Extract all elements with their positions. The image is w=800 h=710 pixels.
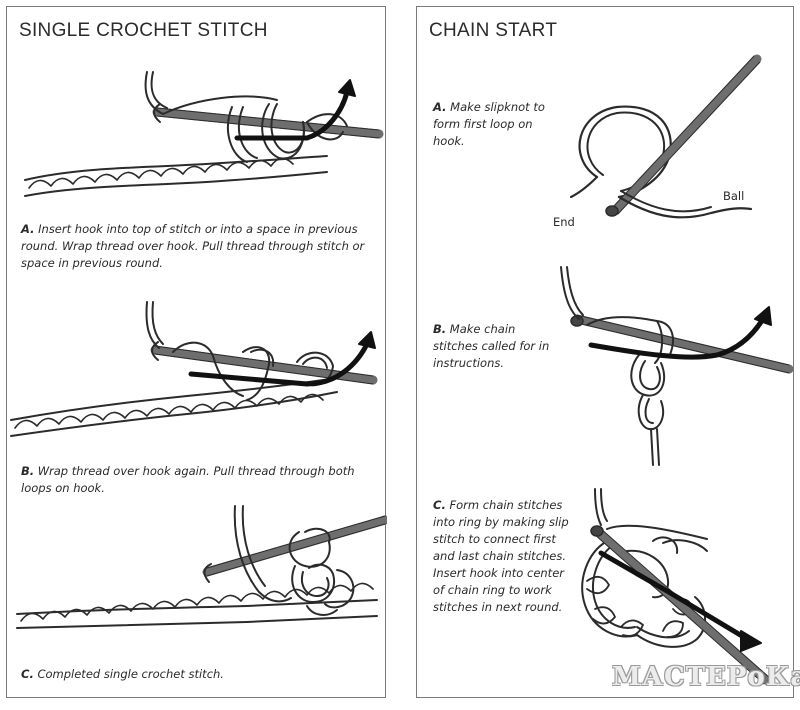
single-crochet-step-a-letter: A. [21,222,35,236]
single-crochet-step-a-caption: A. Insert hook into top of stitch or int… [21,221,373,272]
end-label: End [553,215,575,229]
chain-start-panel: CHAIN START A. Make slipknot to form fir… [416,6,794,698]
chain-start-step-c-illustration [581,488,771,685]
single-crochet-step-b-illustration [10,301,378,437]
single-crochet-panel: SINGLE CROCHET STITCH [6,6,387,698]
chain-start-step-b-illustration [560,266,793,466]
single-crochet-step-b-text: Wrap thread over hook again. Pull thread… [21,464,355,495]
single-crochet-step-b-caption: B. Wrap thread over hook again. Pull thr… [21,463,373,497]
chain-start-step-c-text: Form chain stitches into ring by making … [433,498,569,614]
chain-start-step-c-caption: C. Form chain stitches into ring by maki… [433,497,571,616]
chain-start-step-b-caption: B. Make chain stitches called for in ins… [433,321,563,372]
chain-start-step-c-letter: C. [433,498,446,512]
chain-start-step-b-letter: B. [433,322,447,336]
single-crochet-title: SINGLE CROCHET STITCH [19,20,268,41]
chain-start-step-a-caption: A. Make slipknot to form first loop on h… [433,99,563,150]
single-crochet-step-a-text: Insert hook into top of stitch or into a… [21,222,365,270]
chain-start-step-a-letter: A. [433,100,447,114]
chain-start-step-a-illustration [569,54,762,219]
chain-start-step-b-text: Make chain stitches called for in instru… [433,322,550,370]
single-crochet-step-a-illustration [24,71,384,197]
single-crochet-step-c-letter: C. [21,667,34,681]
single-crochet-step-c-illustration [16,505,387,629]
ball-label: Ball [723,189,745,203]
watermark: МАСТЕРоКаЯ [612,662,800,692]
chain-start-step-a-text: Make slipknot to form first loop on hook… [433,100,545,148]
chain-start-title: CHAIN START [429,20,558,41]
single-crochet-step-b-letter: B. [21,464,35,478]
single-crochet-step-c-text: Completed single crochet stitch. [37,667,224,681]
single-crochet-step-c-caption: C. Completed single crochet stitch. [21,666,373,683]
